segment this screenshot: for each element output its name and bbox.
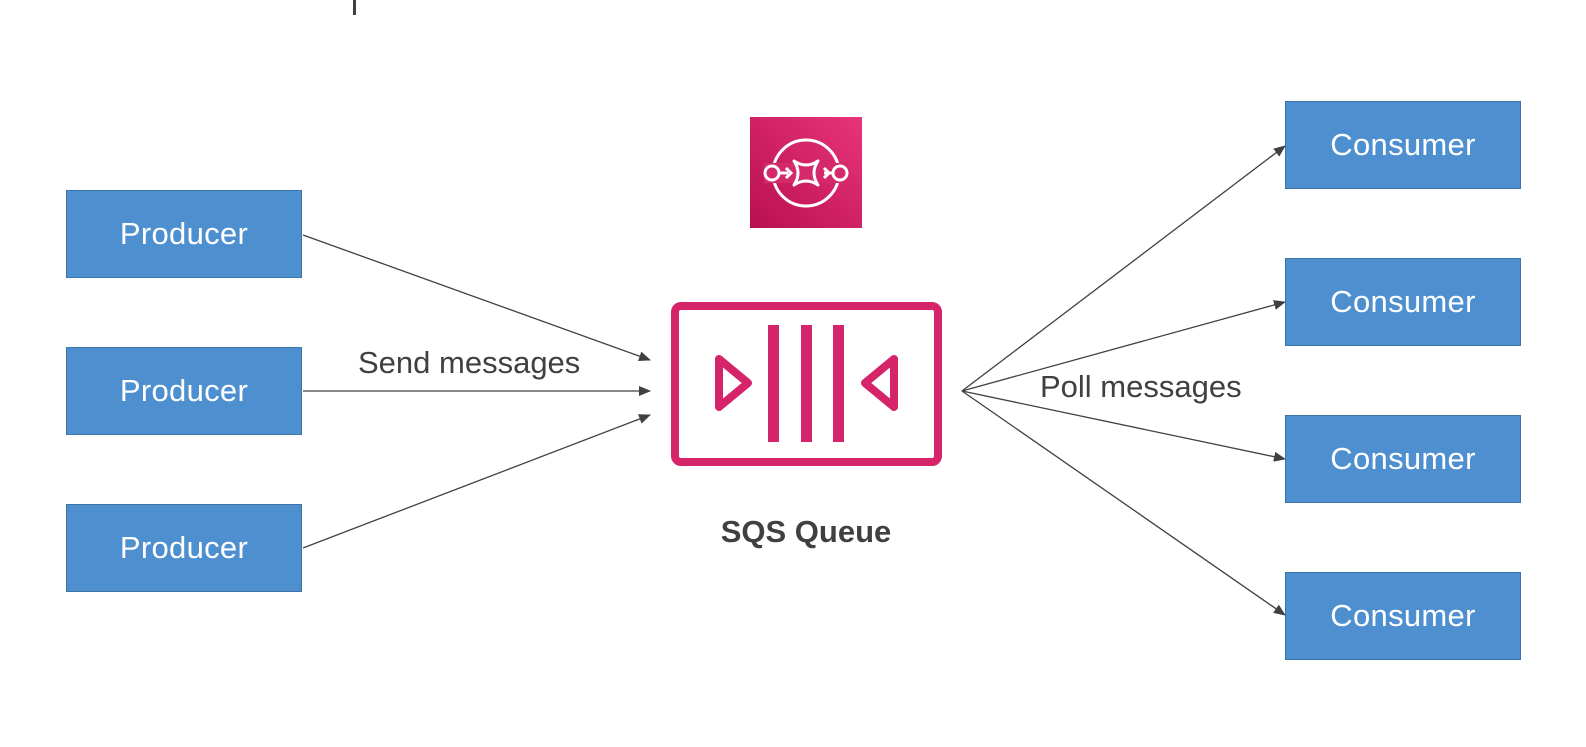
consumer-box-4: Consumer (1285, 572, 1521, 660)
poll-arrow-3 (961, 390, 1286, 462)
consumer-label: Consumer (1330, 127, 1476, 162)
consumer-box-2: Consumer (1285, 258, 1521, 346)
producer-box-3: Producer (66, 504, 302, 592)
queue-title: SQS Queue (720, 514, 892, 549)
consumer-label: Consumer (1330, 598, 1476, 633)
producer-label: Producer (119, 373, 249, 408)
producer-label: Producer (119, 216, 249, 251)
queue-icon (671, 302, 942, 466)
producer-box-1: Producer (66, 190, 302, 278)
producer-box-2: Producer (66, 347, 302, 435)
producer-label: Producer (119, 530, 249, 565)
poll-arrow-2 (961, 300, 1286, 392)
poll-arrow-1 (961, 145, 1286, 392)
consumer-box-1: Consumer (1285, 101, 1521, 189)
send-messages-label: Send messages (358, 345, 581, 380)
send-arrow-3 (302, 414, 651, 549)
send-arrow-1 (302, 234, 651, 361)
consumer-label: Consumer (1330, 284, 1476, 319)
consumer-label: Consumer (1330, 441, 1476, 476)
consumer-box-3: Consumer (1285, 415, 1521, 503)
sqs-service-icon (750, 117, 862, 228)
poll-arrow-4 (961, 390, 1286, 616)
cursor-mark (353, 0, 356, 15)
poll-messages-label: Poll messages (1040, 369, 1242, 404)
